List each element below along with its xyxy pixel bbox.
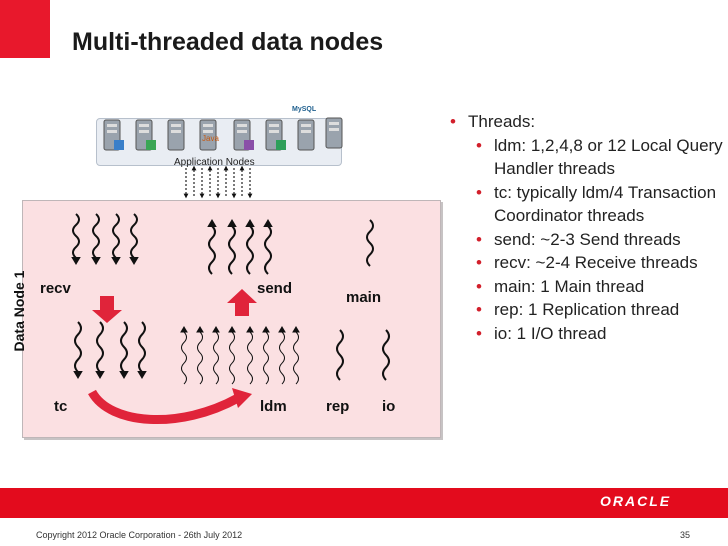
bullet-ldm: ldm: 1,2,4,8 or 12 Local Query Handler t…: [448, 134, 724, 181]
recv-thread: [92, 213, 100, 259]
tc-thread-arrowhead: [137, 371, 147, 379]
recv-thread: [72, 213, 80, 259]
ldm-thread: [279, 331, 285, 385]
ldm-thread-arrowhead: [278, 326, 286, 333]
recv-thread-arrowhead: [71, 257, 81, 265]
ldm-thread-arrowhead: [262, 326, 270, 333]
server-icon: [199, 119, 217, 151]
tc-thread: [120, 321, 128, 373]
tc-to-ldm-arrow: [88, 389, 241, 424]
ldm-thread: [229, 331, 235, 385]
ldm-thread: [197, 331, 203, 385]
rep-thread: [336, 329, 344, 381]
send-thread-arrowhead: [263, 219, 273, 227]
send-thread-arrowhead: [245, 219, 255, 227]
ldm-thread: [247, 331, 253, 385]
ldm-thread-arrowhead: [292, 326, 300, 333]
ldm-thread-arrowhead: [246, 326, 254, 333]
main-label: main: [346, 289, 382, 306]
copyright-text: Copyright 2012 Oracle Corporation - 26th…: [36, 530, 243, 540]
recv-thread: [130, 213, 138, 259]
brand-corner: [0, 0, 50, 58]
tc-thread: [96, 321, 104, 373]
ldm-to-send-arrow: [227, 289, 257, 316]
ldm-thread: [213, 331, 219, 385]
thread-bullet-list: Threads: ldm: 1,2,4,8 or 12 Local Query …: [448, 110, 724, 345]
ldm-thread: [263, 331, 269, 385]
ldm-thread-arrowhead: [196, 326, 204, 333]
ldm-thread-arrowhead: [228, 326, 236, 333]
send-thread: [246, 225, 254, 275]
app-icon: [244, 140, 254, 150]
tc-thread-arrowhead: [95, 371, 105, 379]
ldm-thread-squiggles: [180, 326, 300, 385]
mysql-icon: MySQL: [292, 106, 317, 113]
java-icon: Java: [202, 134, 219, 143]
recv-thread-arrowhead: [129, 257, 139, 265]
tc-thread: [74, 321, 82, 373]
oracle-logo: ORACLE: [600, 493, 672, 509]
ldm-label: ldm: [260, 398, 287, 415]
bullet-send: send: ~2-3 Send threads: [448, 228, 724, 252]
send-thread: [228, 225, 236, 275]
slide-title: Multi-threaded data nodes: [72, 28, 384, 56]
page-number: 35: [680, 530, 691, 540]
tc-thread-arrowhead: [119, 371, 129, 379]
tc-thread-arrowhead: [73, 371, 83, 379]
bullet-tc: tc: typically ldm/4 Transaction Coordina…: [448, 181, 724, 228]
ldm-thread: [293, 331, 299, 385]
recv-thread: [112, 213, 120, 259]
ldm-thread: [181, 331, 187, 385]
bullet-threads: Threads:: [448, 110, 724, 134]
send-thread: [264, 225, 272, 275]
connection-arrows: [183, 165, 253, 199]
bullet-recv: recv: ~2-4 Receive threads: [448, 251, 724, 275]
recv-label: recv: [40, 280, 71, 297]
tc-thread: [138, 321, 146, 373]
send-thread-arrowhead: [207, 219, 217, 227]
app-icon: [276, 140, 286, 150]
bullet-io: io: 1 I/O thread: [448, 322, 724, 346]
server-icon: [325, 117, 343, 149]
server-icon: [167, 119, 185, 151]
io-thread: [382, 329, 390, 381]
recv-to-tc-arrow: [92, 296, 122, 323]
bullet-rep: rep: 1 Replication thread: [448, 298, 724, 322]
recv-thread-arrowhead: [91, 257, 101, 265]
ldm-thread-arrowhead: [180, 326, 188, 333]
ldm-thread-arrowhead: [212, 326, 220, 333]
app-icon: [114, 140, 124, 150]
rep-label: rep: [326, 398, 350, 415]
send-thread: [208, 225, 216, 275]
tc-label: tc: [54, 398, 68, 415]
app-icon: [146, 140, 156, 150]
server-icon: [297, 119, 315, 151]
send-thread-arrowhead: [227, 219, 237, 227]
bullet-main: main: 1 Main thread: [448, 275, 724, 299]
footer-bar: [0, 488, 728, 518]
recv-thread-arrowhead: [111, 257, 121, 265]
main-thread: [366, 219, 374, 267]
server-icons: Java MySQL: [103, 106, 343, 151]
thread-squiggles: [71, 213, 390, 381]
send-label: send: [257, 280, 293, 297]
application-nodes-label: Application Nodes: [174, 157, 255, 168]
io-label: io: [382, 398, 396, 415]
